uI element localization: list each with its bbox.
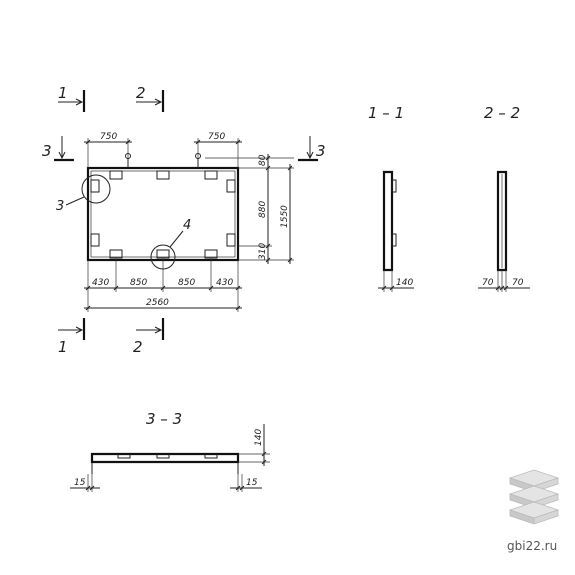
left-recesses: [90, 179, 100, 247]
svg-text:3: 3: [316, 142, 326, 160]
section-3-3-title: 3 – 3: [146, 410, 182, 428]
section-3-3: 3 – 3 140 15 15: [70, 410, 270, 492]
callout-3-label: 3: [56, 199, 64, 214]
dim-top-right: 750: [208, 132, 225, 142]
right-recesses: [226, 179, 236, 247]
svg-text:2: 2: [136, 84, 146, 102]
slab-inner-line: [90, 170, 236, 258]
dim-bottom-430-right: 430: [216, 278, 233, 288]
dim-overall-length: 2560: [146, 298, 169, 308]
dim-right-310: 310: [258, 243, 268, 260]
bottom-dimensions: 430 850 850 430 2560: [84, 258, 242, 312]
section-1-1: 1 – 1 140: [368, 104, 414, 292]
section-1-1-title: 1 – 1: [368, 104, 404, 122]
dim-right-880: 880: [258, 201, 268, 218]
watermark-site: gbi22.ru: [507, 539, 557, 553]
svg-text:2: 2: [133, 338, 143, 356]
cut-marker-1: 1 1: [58, 84, 86, 356]
top-dimensions: 750 750: [84, 132, 242, 168]
svg-text:3: 3: [42, 142, 52, 160]
svg-text:1: 1: [58, 84, 68, 102]
dim-s1-thickness: 140: [396, 278, 413, 288]
dim-s2-right: 70: [512, 278, 524, 288]
cut-marker-3: 3 3: [42, 136, 326, 162]
top-recesses: [109, 170, 218, 180]
dim-overall-height: 1550: [280, 205, 290, 228]
plan-view: 3 4 750 750: [42, 84, 326, 356]
dim-s3-left: 15: [74, 478, 86, 488]
stacked-slabs-icon: [508, 469, 560, 525]
dim-s2-left: 70: [482, 278, 494, 288]
detail-circle-3: [81, 174, 111, 204]
dim-top-left: 750: [100, 132, 117, 142]
section-2-2-title: 2 – 2: [484, 104, 520, 122]
callout-4-label: 4: [183, 218, 191, 233]
section-2-2: 2 – 2 70 70: [478, 104, 530, 292]
lifting-loops: [125, 153, 201, 168]
dim-right-80: 80: [258, 154, 268, 166]
cut-marker-2: 2 2: [133, 84, 165, 356]
right-dimensions: 80 880 310 1550: [205, 154, 294, 264]
dim-s3-right: 15: [246, 478, 258, 488]
slab-outline: [86, 166, 240, 262]
svg-text:1: 1: [58, 338, 68, 356]
dim-s3-height: 140: [254, 429, 264, 446]
watermark: gbi22.ru: [507, 469, 560, 553]
dim-bottom-430-left: 430: [92, 278, 109, 288]
dim-bottom-850-left: 850: [130, 278, 147, 288]
dim-bottom-850-right: 850: [178, 278, 195, 288]
